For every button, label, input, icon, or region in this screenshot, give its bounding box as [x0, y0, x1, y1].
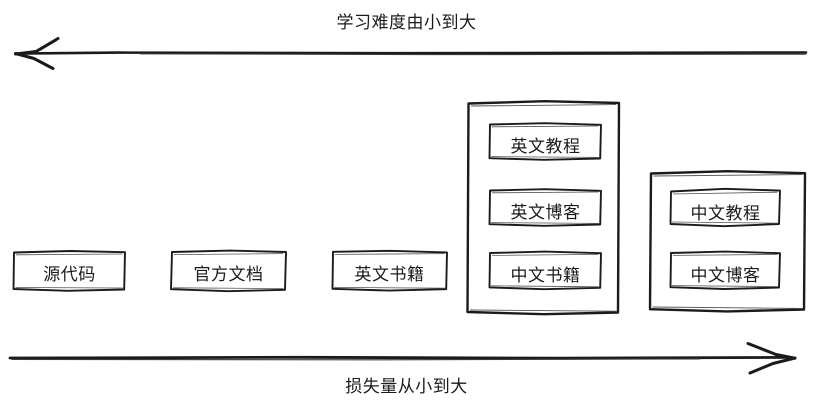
bottom-axis-arrow	[8, 342, 797, 375]
node-label-chinese-books: 中文书籍	[510, 266, 581, 285]
top-axis-arrow	[14, 37, 808, 70]
node-label-source-code: 源代码	[43, 265, 96, 284]
node-chinese-blog[interactable]	[670, 251, 781, 290]
node-english-books[interactable]	[332, 250, 448, 291]
top-axis-label: 学习难度由小到大	[336, 13, 477, 32]
node-english-blog[interactable]	[489, 189, 602, 226]
node-label-official-docs: 官方文档	[193, 265, 264, 284]
node-chinese-books[interactable]	[489, 251, 602, 290]
node-label-english-books: 英文书籍	[354, 265, 425, 284]
bottom-axis-label: 损失量从小到大	[345, 377, 468, 396]
node-source-code[interactable]	[13, 251, 126, 292]
node-chinese-tutorial[interactable]	[670, 188, 781, 227]
node-official-docs[interactable]	[170, 250, 287, 292]
node-label-chinese-blog: 中文博客	[690, 266, 761, 285]
node-label-english-tutorial: 英文教程	[510, 137, 581, 156]
node-label-chinese-tutorial: 中文教程	[690, 204, 761, 223]
node-label-english-blog: 英文博客	[510, 203, 581, 222]
node-english-tutorial[interactable]	[489, 123, 602, 160]
